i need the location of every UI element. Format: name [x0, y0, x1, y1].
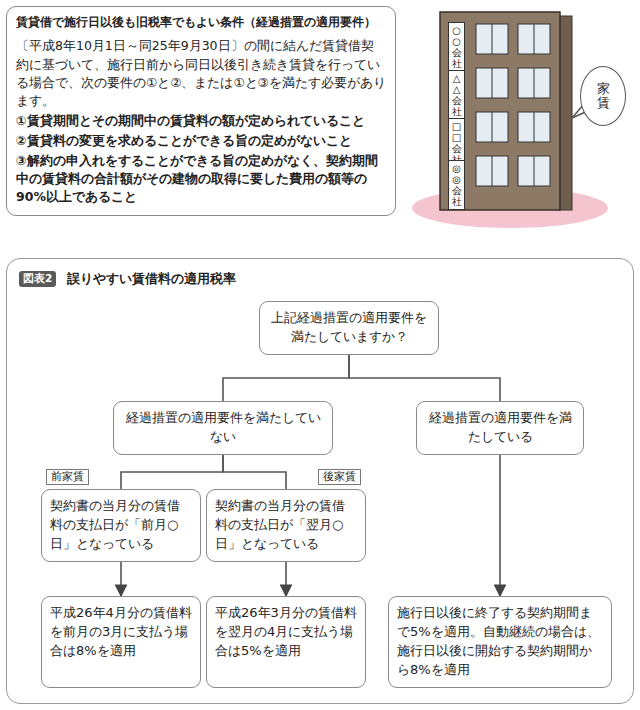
window-bars — [492, 24, 534, 186]
branch-box: 経過措置の適用要件を満たしていない — [113, 401, 333, 455]
branch-box: 経過措置の適用要件を満たしている — [416, 401, 584, 455]
node-text: 誤りやすい賃借料の適用税率 — [67, 271, 236, 288]
info-box: 賃貸借で施行日以後も旧税率でもよい条件（経過措置の適用要件） 〔平成8年10月1日… — [6, 6, 396, 216]
connector — [285, 562, 287, 596]
body-text: 契約書の当月分の賃借料の支払日が「翌月○日」となっている — [215, 497, 357, 554]
node-text: △△会社 — [452, 73, 462, 117]
node-text: 賃貸借で施行日以後も旧税率でもよい条件（経過措置の適用要件） — [16, 14, 386, 31]
windows — [476, 24, 550, 186]
tag-label: 前家賃 — [46, 469, 89, 485]
node-text: 家賃 — [597, 82, 610, 111]
building-body — [440, 12, 560, 210]
condition-box: 前家賃契約書の当月分の賃借料の支払日が「前月○日」となっている — [41, 489, 201, 562]
body-text: ①賃貸期間とその期間中の賃貸料の額が定められていること — [16, 112, 386, 130]
condition-box: 後家賃契約書の当月分の賃借料の支払日が「翌月○日」となっている — [206, 489, 366, 562]
body-text: 契約書の当月分の賃借料の支払日が「前月○日」となっている — [50, 497, 192, 554]
body-text: 〔平成8年10月1日～同25年9月30日〕の間に結んだ賃貸借契約に基づいて、施行… — [16, 37, 386, 110]
question-box: 上記経過措置の適用要件を満たしていますか？ — [259, 301, 439, 355]
connector — [121, 455, 223, 489]
result-box: 平成26年4月分の賃借料を前月の3月に支払う場合は8%を適用 — [41, 596, 201, 688]
company-sign: △△会社 — [448, 70, 465, 120]
node-text: 平成26年3月分の賃借料を翌月の4月に支払う場合は5%を適用 — [215, 604, 357, 661]
result-box: 施行日以後に終了する契約期間まで5%を適用。自動継続の場合は、施行日以後に開始す… — [388, 596, 612, 688]
company-sign: ◎◎会社 — [448, 160, 465, 210]
company-sign: ○○会社 — [448, 22, 465, 72]
tag-label: 後家賃 — [318, 469, 361, 485]
figure-badge: 図表2 — [19, 271, 56, 287]
result-box: 平成26年3月分の賃借料を翌月の4月に支払う場合は5%を適用 — [206, 596, 366, 688]
node-text: ○○会社 — [452, 25, 462, 69]
node-text: 図表2 — [23, 272, 52, 286]
node-text: 経過措置の適用要件を満たしていない — [122, 409, 324, 447]
node-text: 上記経過措置の適用要件を満たしていますか？ — [268, 309, 430, 347]
body-text: ③解約の申入れをすることができる旨の定めがなく、契約期間中の賃貸料の合計額がその… — [16, 152, 386, 206]
connector — [223, 455, 286, 489]
node-text: ◎◎会社 — [452, 163, 462, 207]
speech-bubble: 家賃 — [580, 66, 626, 126]
connector — [499, 455, 501, 596]
node-text: 施行日以後に終了する契約期間まで5%を適用。自動継続の場合は、施行日以後に開始す… — [397, 604, 603, 679]
body-text: ②賃貸料の変更を求めることができる旨の定めがないこと — [16, 132, 386, 150]
node-text: 経過措置の適用要件を満たしている — [425, 409, 575, 447]
connector — [349, 355, 500, 401]
node-text: 平成26年4月分の賃借料を前月の3月に支払う場合は8%を適用 — [50, 604, 192, 661]
connector — [223, 355, 349, 401]
node-text: □□会社 — [452, 121, 462, 165]
connector — [120, 562, 122, 596]
figure-panel: 誤りやすい賃借料の適用税率 図表2 上記経過措置の適用要件を満たしていますか？ 経過措… — [6, 258, 634, 704]
